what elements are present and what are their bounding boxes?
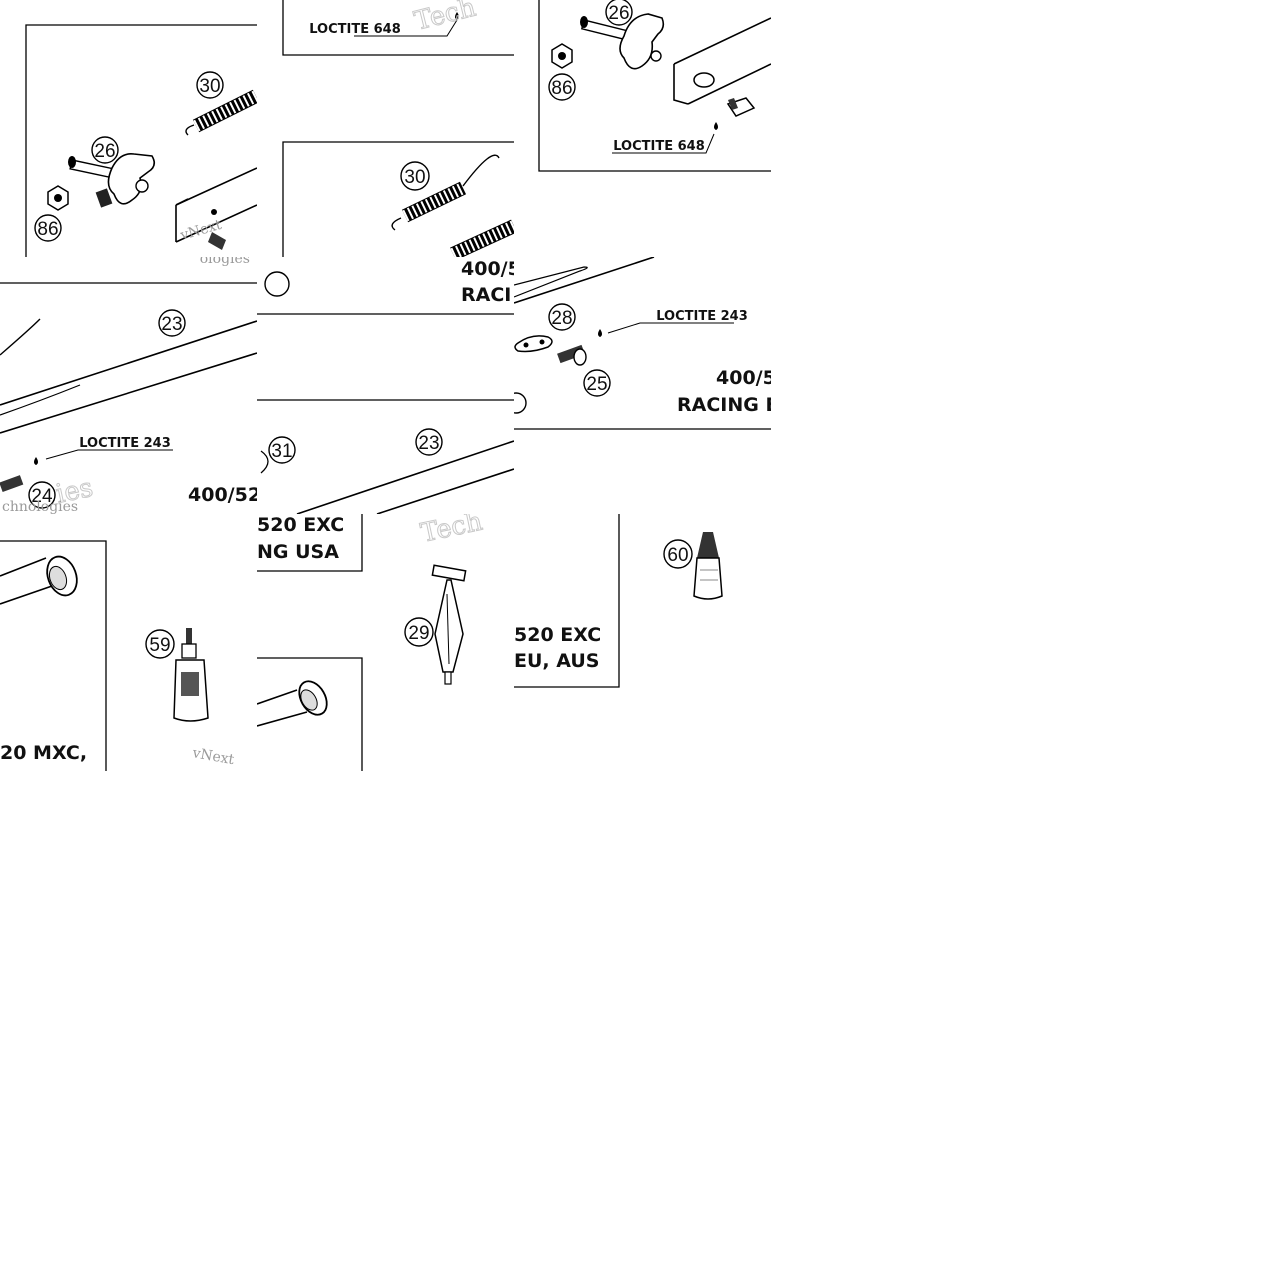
plate-icon: [514, 335, 553, 353]
loctite-648-label-b: LOCTITE 648: [613, 139, 705, 154]
spring-icon: [391, 154, 514, 257]
grip-icon: [257, 680, 328, 727]
sidestand-icon: [0, 320, 257, 434]
watermark-tech-b: Tech: [418, 514, 485, 549]
loctite-243-label-b: LOCTITE 243: [656, 309, 748, 324]
model-label-520-exc: 520 EXC: [257, 514, 344, 536]
watermark-vnext-b: vNext: [190, 745, 235, 768]
callout-26b: 26: [608, 3, 629, 24]
loctite-tube-icon: [693, 532, 723, 600]
model-label-520-exc-b: 520 EXC: [514, 624, 601, 646]
callout-25: 25: [586, 374, 607, 395]
model-label-400-52: 400/52: [188, 484, 257, 506]
pivot-bolt-icon: [580, 13, 665, 70]
t-handle-tool-icon: [431, 564, 467, 685]
callout-86b: 86: [551, 78, 572, 99]
model-label-racing-e: RACING E: [677, 394, 771, 416]
watermark-technologies: chnologies: [2, 499, 78, 514]
tile-tools-a: 59 20 MXC, vNext: [0, 514, 257, 771]
callout-23: 23: [161, 314, 182, 335]
watermark-tech: Tech: [411, 0, 479, 37]
watermark-logies: ologies: [200, 257, 250, 267]
tile-tools-c: 520 EXC EU, AUS 60: [514, 514, 771, 771]
nut-icon: [551, 43, 573, 69]
grip-icon: [0, 555, 78, 605]
sidestand-icon: [296, 440, 514, 514]
tile-sidestand-c: LOCTITE 243 28 25 400/5 RACING E: [514, 257, 771, 514]
callout-86: 86: [37, 219, 58, 240]
callout-29: 29: [408, 623, 429, 644]
nut-icon: [47, 185, 69, 211]
model-label-mxc-frag: 20 MXC,: [0, 742, 87, 764]
pivot-bolt-icon: [68, 152, 156, 208]
callout-24: 24: [31, 486, 53, 507]
callout-60: 60: [667, 545, 688, 566]
bolt-icon: [557, 344, 587, 366]
model-label-racing-frag: RACI: [461, 284, 511, 306]
tile-sidestand-b: 400/5 RACI 31 23: [257, 257, 514, 514]
tile-sidestand-pivot-b: 26 86 LOCTITE 648: [514, 0, 771, 257]
callout-30: 30: [199, 76, 220, 97]
model-label-eu-aus: EU, AUS: [514, 650, 599, 672]
model-label-racing-usa: NG USA: [257, 541, 339, 563]
callout-26: 26: [94, 141, 115, 162]
tile-spring-loctite: LOCTITE 648 Tech 30: [257, 0, 514, 257]
loctite-243-label: LOCTITE 243: [79, 436, 171, 451]
sidestand-bar-icon: [175, 167, 257, 250]
callout-23b: 23: [418, 433, 439, 454]
tile-sidestand-pivot-a: 30 26 86: [0, 0, 257, 257]
bolt-icon: [0, 475, 24, 493]
callout-31: 31: [271, 441, 292, 462]
spring-icon: [185, 89, 257, 136]
model-label-400-5: 400/5: [461, 258, 514, 280]
callout-28: 28: [551, 308, 572, 329]
sidestand-icon: [514, 257, 655, 304]
tile-sidestand-a: ologies 23 LOCTITE 243 24 ies chnologies…: [0, 257, 257, 514]
loctite-648-label: LOCTITE 648: [309, 22, 401, 37]
callout-59: 59: [149, 635, 170, 656]
model-label-400-5-b: 400/5: [716, 367, 771, 389]
sidestand-bar-icon: [673, 17, 771, 130]
tile-tools-b: 520 EXC NG USA Tech 29: [257, 514, 514, 771]
loctite-bottle-icon: [173, 628, 209, 722]
callout-30b: 30: [404, 167, 425, 188]
